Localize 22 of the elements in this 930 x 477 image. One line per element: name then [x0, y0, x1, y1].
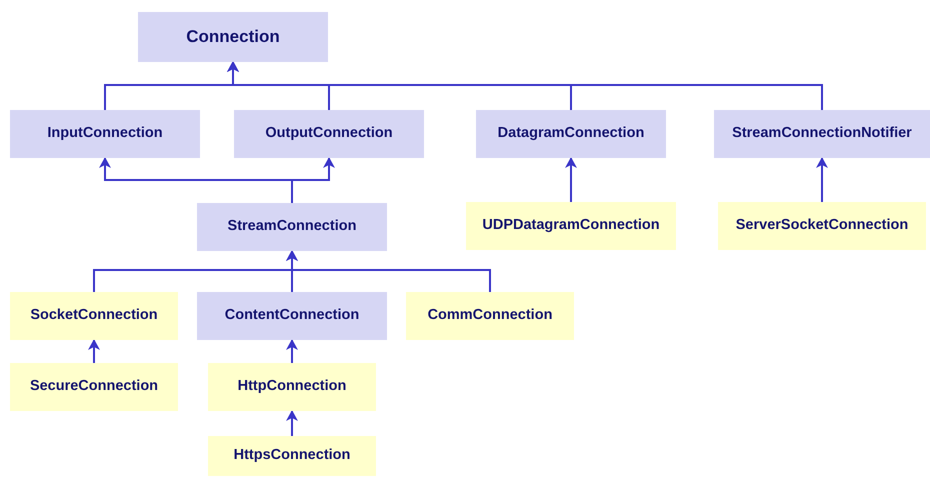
- inheritance-arrow: [565, 157, 577, 202]
- class-box: UDPDatagramConnection: [466, 202, 676, 250]
- inheritance-arrow: [286, 250, 491, 292]
- interface-box: Connection: [138, 12, 328, 62]
- class-box: ServerSocketConnection: [718, 202, 926, 250]
- interface-box: ContentConnection: [197, 292, 387, 340]
- inheritance-arrow: [286, 339, 298, 363]
- interface-box: DatagramConnection: [476, 110, 666, 158]
- class-box: CommConnection: [406, 292, 574, 340]
- class-box: HttpsConnection: [208, 436, 376, 476]
- interface-box: InputConnection: [10, 110, 200, 158]
- interface-box: StreamConnection: [197, 203, 387, 251]
- interface-box: OutputConnection: [234, 110, 424, 158]
- inheritance-arrow: [286, 410, 298, 436]
- inheritance-arrow: [88, 339, 100, 363]
- class-box: SecureConnection: [10, 363, 178, 411]
- inheritance-arrow: [291, 157, 335, 203]
- inheritance-arrow: [227, 61, 823, 110]
- inheritance-arrow: [816, 157, 828, 202]
- class-box: SocketConnection: [10, 292, 178, 340]
- interface-box: StreamConnectionNotifier: [714, 110, 930, 158]
- class-box: HttpConnection: [208, 363, 376, 411]
